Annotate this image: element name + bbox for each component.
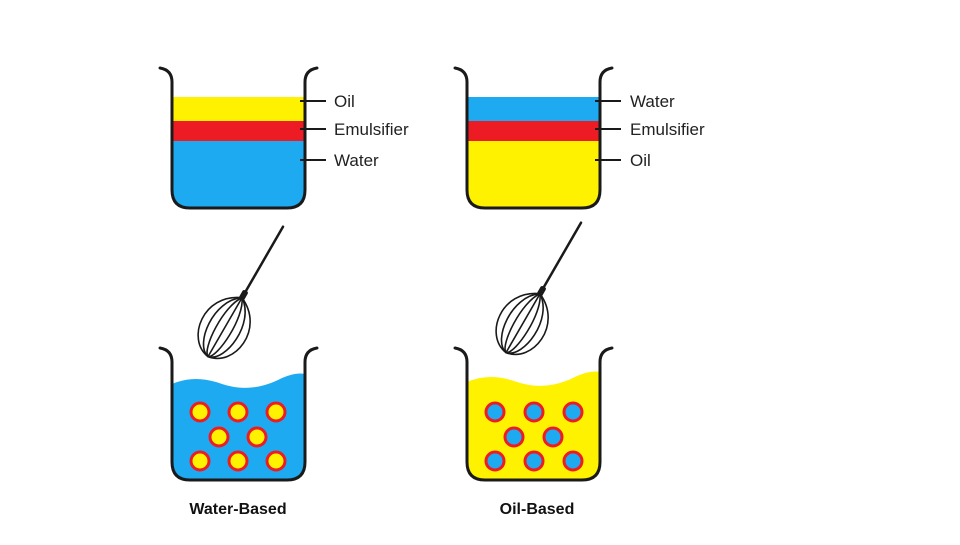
layer-label-bottom: Oil (630, 151, 651, 170)
layer-label-middle: Emulsifier (334, 120, 409, 139)
droplet-icon (248, 428, 266, 446)
layer-label-top: Oil (334, 92, 355, 111)
droplet-icon (191, 403, 209, 421)
droplet-icon (525, 452, 543, 470)
oil-layer (467, 141, 600, 208)
water-layer (467, 97, 600, 122)
left-layered-beaker: Oil Emulsifier Water (160, 68, 409, 208)
droplet-icon (486, 403, 504, 421)
droplet-icon (267, 403, 285, 421)
droplet-icon (505, 428, 523, 446)
whisk-icon (187, 215, 304, 369)
droplet-icon (229, 403, 247, 421)
result-caption: Water-Based (189, 501, 286, 518)
right-layered-beaker: Water Emulsifier Oil (455, 68, 705, 208)
droplet-icon (229, 452, 247, 470)
droplet-icon (544, 428, 562, 446)
result-caption: Oil-Based (500, 501, 575, 518)
droplet-icon (525, 403, 543, 421)
water-layer (172, 141, 305, 208)
droplet-icon (210, 428, 228, 446)
oil-layer (172, 97, 305, 122)
droplet-icon (564, 452, 582, 470)
whisk-icon (485, 211, 602, 365)
layer-label-bottom: Water (334, 151, 379, 170)
right-emulsion-beaker: Oil-Based (455, 348, 612, 518)
emulsifier-layer (467, 121, 600, 141)
droplet-icon (191, 452, 209, 470)
droplet-icon (564, 403, 582, 421)
emulsifier-layer (172, 121, 305, 141)
layer-label-middle: Emulsifier (630, 120, 705, 139)
layer-label-top: Water (630, 92, 675, 111)
droplet-icon (267, 452, 285, 470)
droplet-icon (486, 452, 504, 470)
left-emulsion-beaker: Water-Based (160, 348, 317, 518)
